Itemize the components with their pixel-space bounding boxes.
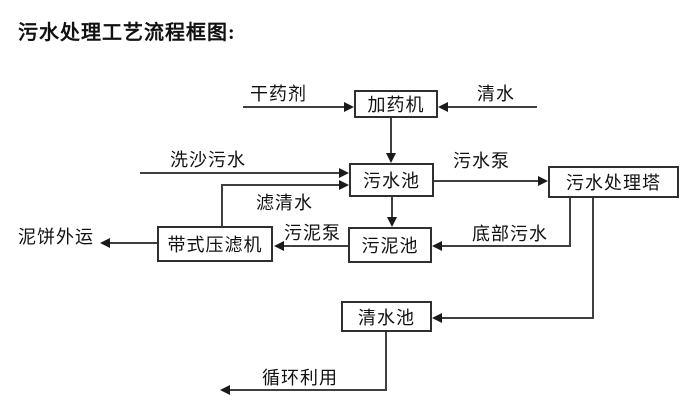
node-belt-filter-press: 带式压滤机 xyxy=(157,226,273,262)
connector-filtered-water-vline xyxy=(221,185,223,226)
label-bottom-sewage: 底部污水 xyxy=(472,224,548,244)
connector-dry-agent-line xyxy=(243,106,345,108)
connector-sewage-pump-line xyxy=(434,180,538,182)
pool-to-sludge-arrowhead-icon xyxy=(387,217,397,227)
node-treatment-tower: 污水处理塔 xyxy=(548,166,679,198)
connector-sand-wash-line xyxy=(140,172,339,174)
mud-cake-arrowhead-icon xyxy=(100,238,110,248)
connector-filtered-water-hline xyxy=(221,184,339,186)
tower-to-clean-arrowhead-icon xyxy=(432,313,442,323)
label-recycle-use: 循环利用 xyxy=(262,368,338,388)
connector-mud-cake-line xyxy=(109,242,157,244)
node-dosing-machine: 加药机 xyxy=(354,90,438,118)
sand-wash-arrowhead-icon xyxy=(339,168,349,178)
connector-tower-to-clean-vline xyxy=(592,198,594,319)
connector-recycle-hline xyxy=(229,389,387,391)
connector-bottom-sewage-vline xyxy=(569,198,571,246)
label-sand-wash-sewage: 洗沙污水 xyxy=(170,150,246,170)
label-sludge-pump: 污泥泵 xyxy=(284,223,341,243)
sludge-pump-arrowhead-icon xyxy=(274,241,284,251)
filtered-water-arrowhead-icon xyxy=(339,180,349,190)
connector-sludge-pump-line xyxy=(283,245,348,247)
node-clean-water-pool: 清水池 xyxy=(341,301,432,332)
node-sludge-pool: 污泥池 xyxy=(348,227,432,263)
connector-pool-to-sludge-line xyxy=(391,197,393,217)
label-clean-water: 清水 xyxy=(477,84,515,104)
sewage-pump-arrowhead-icon xyxy=(538,176,548,186)
recycle-arrowhead-icon xyxy=(220,385,230,395)
connector-bottom-sewage-hline xyxy=(441,245,571,247)
connector-clean-water-line xyxy=(447,106,537,108)
connector-recycle-vline xyxy=(385,332,387,391)
page-title: 污水处理工艺流程框图: xyxy=(18,22,236,44)
label-filtered-water: 滤清水 xyxy=(256,193,313,213)
connector-tower-to-clean-hline xyxy=(441,317,594,319)
bottom-sewage-arrowhead-icon xyxy=(432,241,442,251)
label-dry-agent: 干药剂 xyxy=(250,84,307,104)
dry-agent-arrowhead-icon xyxy=(344,102,354,112)
dosing-to-pool-arrowhead-icon xyxy=(386,153,396,163)
node-sewage-pool: 污水池 xyxy=(349,163,434,197)
label-sewage-pump: 污水泵 xyxy=(453,151,510,171)
label-mud-cake-out: 泥饼外运 xyxy=(18,227,94,247)
clean-water-arrowhead-icon xyxy=(438,102,448,112)
connector-dosing-to-pool-line xyxy=(390,118,392,154)
